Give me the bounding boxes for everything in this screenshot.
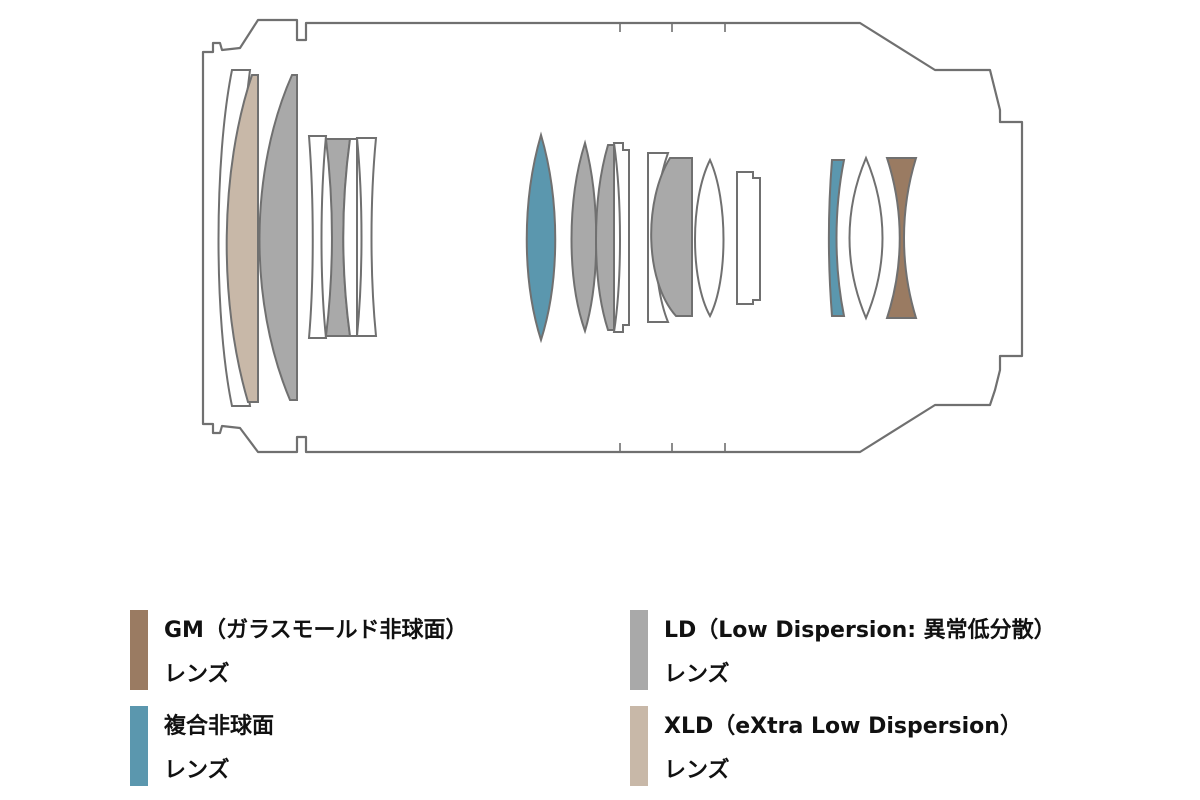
- lens-barrel-outline: [201, 18, 1024, 454]
- barrel-ridges: [619, 23, 726, 452]
- legend-label-gm: GM（ガラスモールド非球面）: [164, 618, 468, 643]
- legend-sublabel-ld: レンズ: [664, 662, 730, 687]
- legend-swatch-gm: [130, 610, 148, 690]
- lens-element-17-plain: [848, 155, 884, 321]
- lens-element-18-gm: [885, 157, 918, 319]
- lens-element-8-compound-aspherical: [525, 131, 557, 344]
- lens-element-9-ld: [570, 139, 598, 335]
- lens-element-2-xld: [225, 74, 259, 403]
- lens-element-16-compound-aspherical: [828, 159, 846, 317]
- lens-element-14-plain: [694, 157, 725, 319]
- legend-item-xld: XLD（eXtra Low Dispersion） レンズ: [630, 706, 1022, 786]
- legend-swatch-xld: [630, 706, 648, 786]
- lens-element-10-ld: [595, 144, 615, 331]
- lens-element-11-plain: [612, 142, 630, 333]
- legend-item-gm: GM（ガラスモールド非球面） レンズ: [130, 610, 468, 690]
- legend-sublabel-xld: レンズ: [664, 758, 730, 783]
- lens-element-3-ld: [258, 74, 298, 401]
- lens-element-15-plain: [736, 171, 761, 305]
- lens-element-6-plain: [342, 138, 358, 337]
- legend-swatch-ld: [630, 610, 648, 690]
- lens-construction-diagram: [201, 18, 1024, 454]
- legend-sublabel-compound: レンズ: [164, 758, 230, 783]
- legend-sublabel-gm: レンズ: [164, 662, 230, 687]
- legend-swatch-compound: [130, 706, 148, 786]
- lens-element-13-ld: [650, 157, 693, 317]
- legend-item-compound: 複合非球面 レンズ: [130, 706, 274, 786]
- lens-element-4-plain: [307, 135, 328, 339]
- legend-label-xld: XLD（eXtra Low Dispersion）: [664, 714, 1022, 739]
- lens-element-7-plain: [355, 137, 378, 337]
- legend-label-ld: LD（Low Dispersion: 異常低分散）: [664, 618, 1056, 643]
- legend-item-ld: LD（Low Dispersion: 異常低分散） レンズ: [630, 610, 1056, 690]
- legend-label-compound: 複合非球面: [164, 714, 275, 739]
